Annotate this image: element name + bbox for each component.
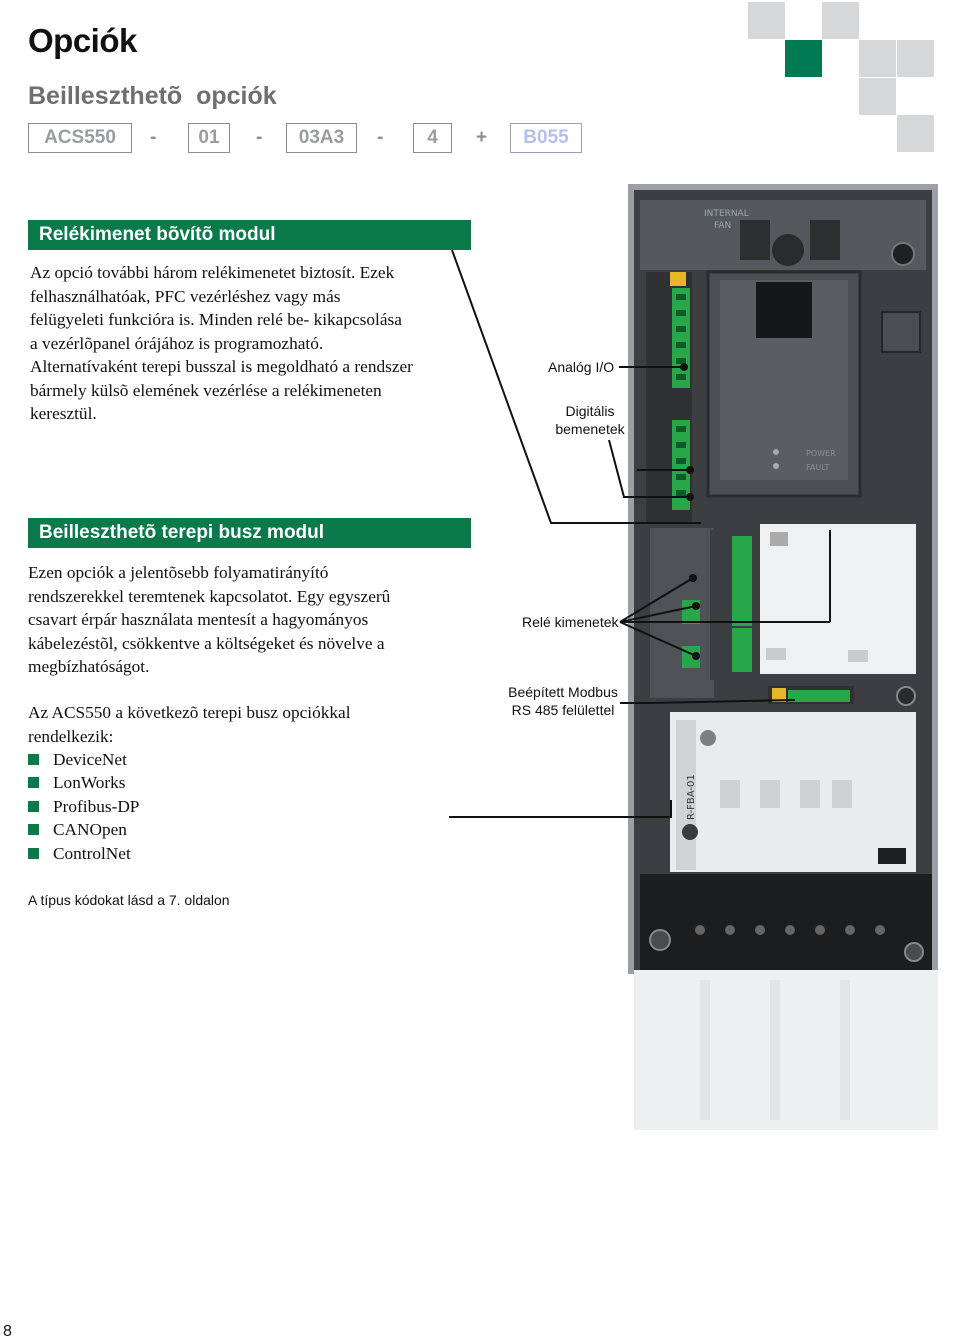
digital-inputs-label: Digitális bemenetek — [555, 403, 625, 437]
type-code-note: A típus kódokat lásd a 7. oldalon — [28, 892, 230, 908]
drive-front-cover — [634, 970, 938, 1130]
fieldbus-module-name: R-FBA-01 — [686, 774, 697, 820]
relay-section-text: Az opció további három relékimenetet biz… — [30, 261, 460, 426]
modbus-label: Beépített Modbus RS 485 felülettel — [508, 684, 618, 718]
fault-led-label: FAULT — [806, 463, 830, 472]
digital-inputs-callout-line — [608, 439, 690, 498]
text-line: a vezérlõpanel órájához is programozható… — [30, 333, 324, 353]
relay-outputs-callout-line — [619, 577, 694, 623]
list-item: ControlNet — [28, 842, 139, 865]
text-line: Az ACS550 a következõ terepi busz opciók… — [28, 703, 351, 722]
text-line: Az opció további három relékimenetet biz… — [30, 263, 395, 282]
text-line: Alternatívaként terepi busszal is megold… — [30, 357, 413, 376]
text-line: rendszerekkel teremtenek kapcsolatot. Eg… — [28, 586, 391, 606]
bullet-square-icon — [28, 847, 39, 859]
drive-photo: INTERNAL FAN POWER FAULT R-FBA-01 — [628, 184, 938, 1130]
fieldbus-section-text: Ezen opciók a jelentõsebb folyamatirányí… — [28, 561, 458, 679]
fieldbus-callout-line — [449, 800, 672, 818]
text-line: Ezen opciók a jelentõsebb folyamatirányí… — [28, 563, 329, 582]
type-code-option: B055 — [510, 123, 582, 153]
page-subtitle: Beilleszthetõ opciók — [28, 82, 277, 110]
relay-section-heading: Relékimenet bõvítõ modul — [28, 220, 471, 250]
decor-square — [748, 2, 785, 39]
text-line: felügyeleti funkcióra is. Minden relé be… — [30, 310, 402, 329]
modbus-terminal — [788, 690, 850, 702]
decor-square — [822, 2, 859, 39]
text-line: rendelkezik: — [28, 726, 114, 746]
list-item: LonWorks — [28, 771, 139, 794]
text-line: bármely külsõ elemének vezérlése a relék… — [30, 380, 382, 400]
type-code-product: ACS550 — [28, 123, 132, 153]
bullet-square-icon — [28, 777, 39, 789]
text-line: kábelezéstõl, csökkentve a költségeket é… — [28, 633, 385, 653]
bullet-square-icon — [28, 824, 39, 836]
analog-io-label: Analóg I/O — [548, 359, 615, 375]
decor-square — [897, 115, 934, 152]
list-item: Profibus-DP — [28, 795, 139, 818]
text-line: csavart érpár használata mentesít a hagy… — [28, 610, 369, 629]
decor-square — [859, 78, 896, 115]
power-led-label: POWER — [806, 449, 836, 458]
list-item: DeviceNet — [28, 748, 139, 771]
internal-fan-label-2: FAN — [714, 221, 731, 231]
relay-output-terminal — [732, 628, 752, 672]
fieldbus-options-list: DeviceNet LonWorks Profibus-DP CANOpen C… — [28, 748, 139, 865]
decor-square-green — [785, 40, 822, 77]
type-code-series: 01 — [188, 123, 230, 153]
internal-fan-label-1: INTERNAL — [704, 209, 749, 219]
type-code-sep: - — [256, 127, 263, 148]
type-code-plus: + — [476, 127, 488, 148]
type-code-rating: 03A3 — [286, 123, 357, 153]
relay-callout-line — [451, 249, 701, 524]
fieldbus-options-intro: Az ACS550 a következõ terepi busz opciók… — [28, 701, 458, 748]
page-title: Opciók — [28, 22, 137, 59]
type-code-sep: - — [377, 127, 384, 148]
relay-outputs-label: Relé kimenetek — [522, 614, 619, 630]
type-code-sep: - — [150, 127, 157, 148]
decor-square — [897, 40, 934, 77]
list-item: CANOpen — [28, 818, 139, 841]
fieldbus-section-heading: Beilleszthetõ terepi busz modul — [28, 518, 471, 548]
bullet-square-icon — [28, 800, 39, 812]
page-number: 8 — [3, 1323, 12, 1340]
bullet-square-icon — [28, 754, 39, 765]
text-line: megbízhatóságot. — [28, 657, 150, 676]
relay-output-terminal — [732, 582, 752, 626]
relay-output-terminal — [732, 536, 752, 582]
modbus-callout-line — [620, 699, 796, 704]
text-line: keresztül. — [30, 404, 97, 423]
type-code-voltage: 4 — [413, 123, 452, 153]
text-line: felhasználhatóak, PFC vezérléshez vagy m… — [30, 286, 341, 306]
decor-square — [859, 40, 896, 77]
